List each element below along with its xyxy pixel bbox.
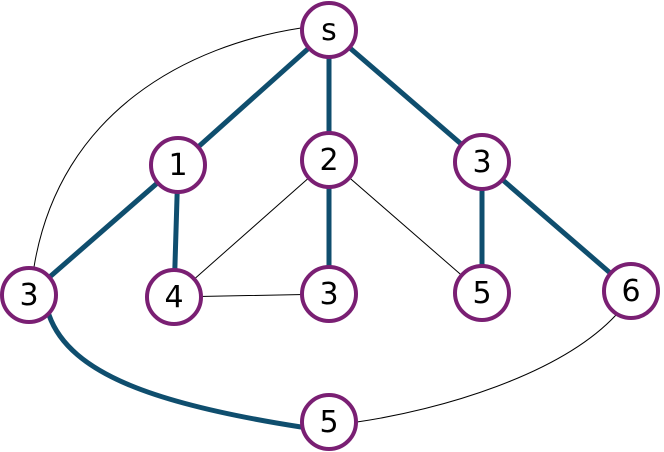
node-r6: 6	[602, 262, 660, 320]
node-label-a3: 3	[472, 145, 491, 180]
edge-l3-b5	[46, 312, 304, 430]
node-label-a2: 2	[319, 143, 338, 178]
node-a1: 1	[149, 136, 207, 194]
edge-s-l3	[33, 27, 302, 268]
edge-s-a1	[175, 27, 332, 168]
node-l3: 3	[0, 266, 58, 324]
node-circle-m3	[300, 265, 358, 323]
node-label-n4: 4	[164, 280, 183, 315]
node-a2: 2	[300, 131, 358, 189]
node-label-l3: 3	[19, 278, 38, 313]
node-circle-r6	[602, 262, 660, 320]
node-circle-n4	[145, 268, 203, 326]
node-label-m5: 5	[472, 276, 491, 311]
node-circle-a2	[300, 131, 358, 189]
node-circle-a3	[453, 133, 511, 191]
edge-r6-b5	[356, 314, 617, 423]
edge-a1-l3	[26, 162, 181, 298]
node-m5: 5	[453, 264, 511, 322]
edge-a2-n4	[173, 159, 330, 298]
node-b5: 5	[300, 393, 358, 451]
node-circle-s	[300, 1, 358, 59]
node-label-b5: 5	[319, 405, 338, 440]
node-circle-m5	[453, 264, 511, 322]
node-n4: 4	[145, 268, 203, 326]
node-label-m3: 3	[319, 277, 338, 312]
node-label-r6: 6	[621, 274, 640, 309]
node-label-s: s	[321, 13, 337, 48]
node-a3: 3	[453, 133, 511, 191]
edges-layer	[26, 27, 634, 430]
edge-a3-r6	[479, 159, 634, 294]
node-circle-b5	[300, 393, 358, 451]
edge-s-a3	[326, 27, 485, 165]
node-label-a1: 1	[168, 148, 187, 183]
node-m3: 3	[300, 265, 358, 323]
node-circle-l3	[0, 266, 58, 324]
edge-a2-m5	[328, 159, 483, 294]
node-circle-a1	[149, 136, 207, 194]
node-s: s	[300, 1, 358, 59]
